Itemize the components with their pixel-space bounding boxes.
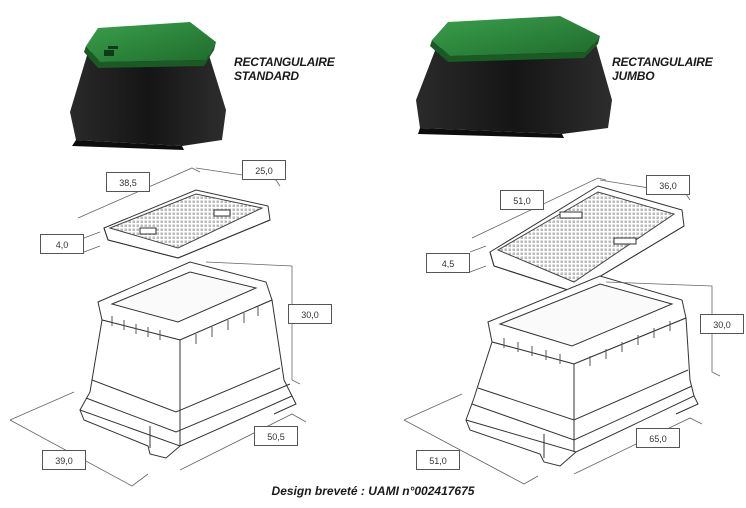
standard-product-label: RECTANGULAIRE STANDARD	[234, 55, 335, 83]
standard-exploded-drawing	[9, 167, 307, 487]
standard-label-line1: RECTANGULAIRE	[234, 55, 335, 69]
standard-dim-base-width: 39,0	[42, 450, 86, 470]
jumbo-dim-height: 30,0	[700, 314, 744, 334]
jumbo-dim-length: 51,0	[500, 190, 544, 210]
jumbo-exploded-drawing	[403, 177, 721, 485]
standard-dim-lid-height: 4,0	[40, 234, 84, 254]
standard-valve-box-photo	[70, 22, 226, 150]
standard-dim-base-length: 50,5	[254, 426, 298, 446]
jumbo-dim-base-width: 51,0	[416, 450, 460, 470]
patent-notice: Design breveté : UAMI n°002417675	[271, 484, 475, 498]
jumbo-label-line1: RECTANGULAIRE	[612, 55, 713, 69]
standard-dim-height: 30,0	[288, 304, 332, 324]
jumbo-valve-box-photo	[416, 16, 612, 138]
standard-dim-length: 38,5	[106, 172, 150, 192]
jumbo-dim-width: 36,0	[646, 175, 690, 195]
standard-label-line2: STANDARD	[234, 69, 299, 83]
standard-dim-width: 25,0	[242, 160, 286, 180]
jumbo-label-line2: JUMBO	[612, 69, 655, 83]
jumbo-product-label: RECTANGULAIRE JUMBO	[612, 55, 713, 83]
jumbo-dim-base-length: 65,0	[636, 428, 680, 448]
jumbo-dim-lid-height: 4,5	[426, 253, 470, 273]
